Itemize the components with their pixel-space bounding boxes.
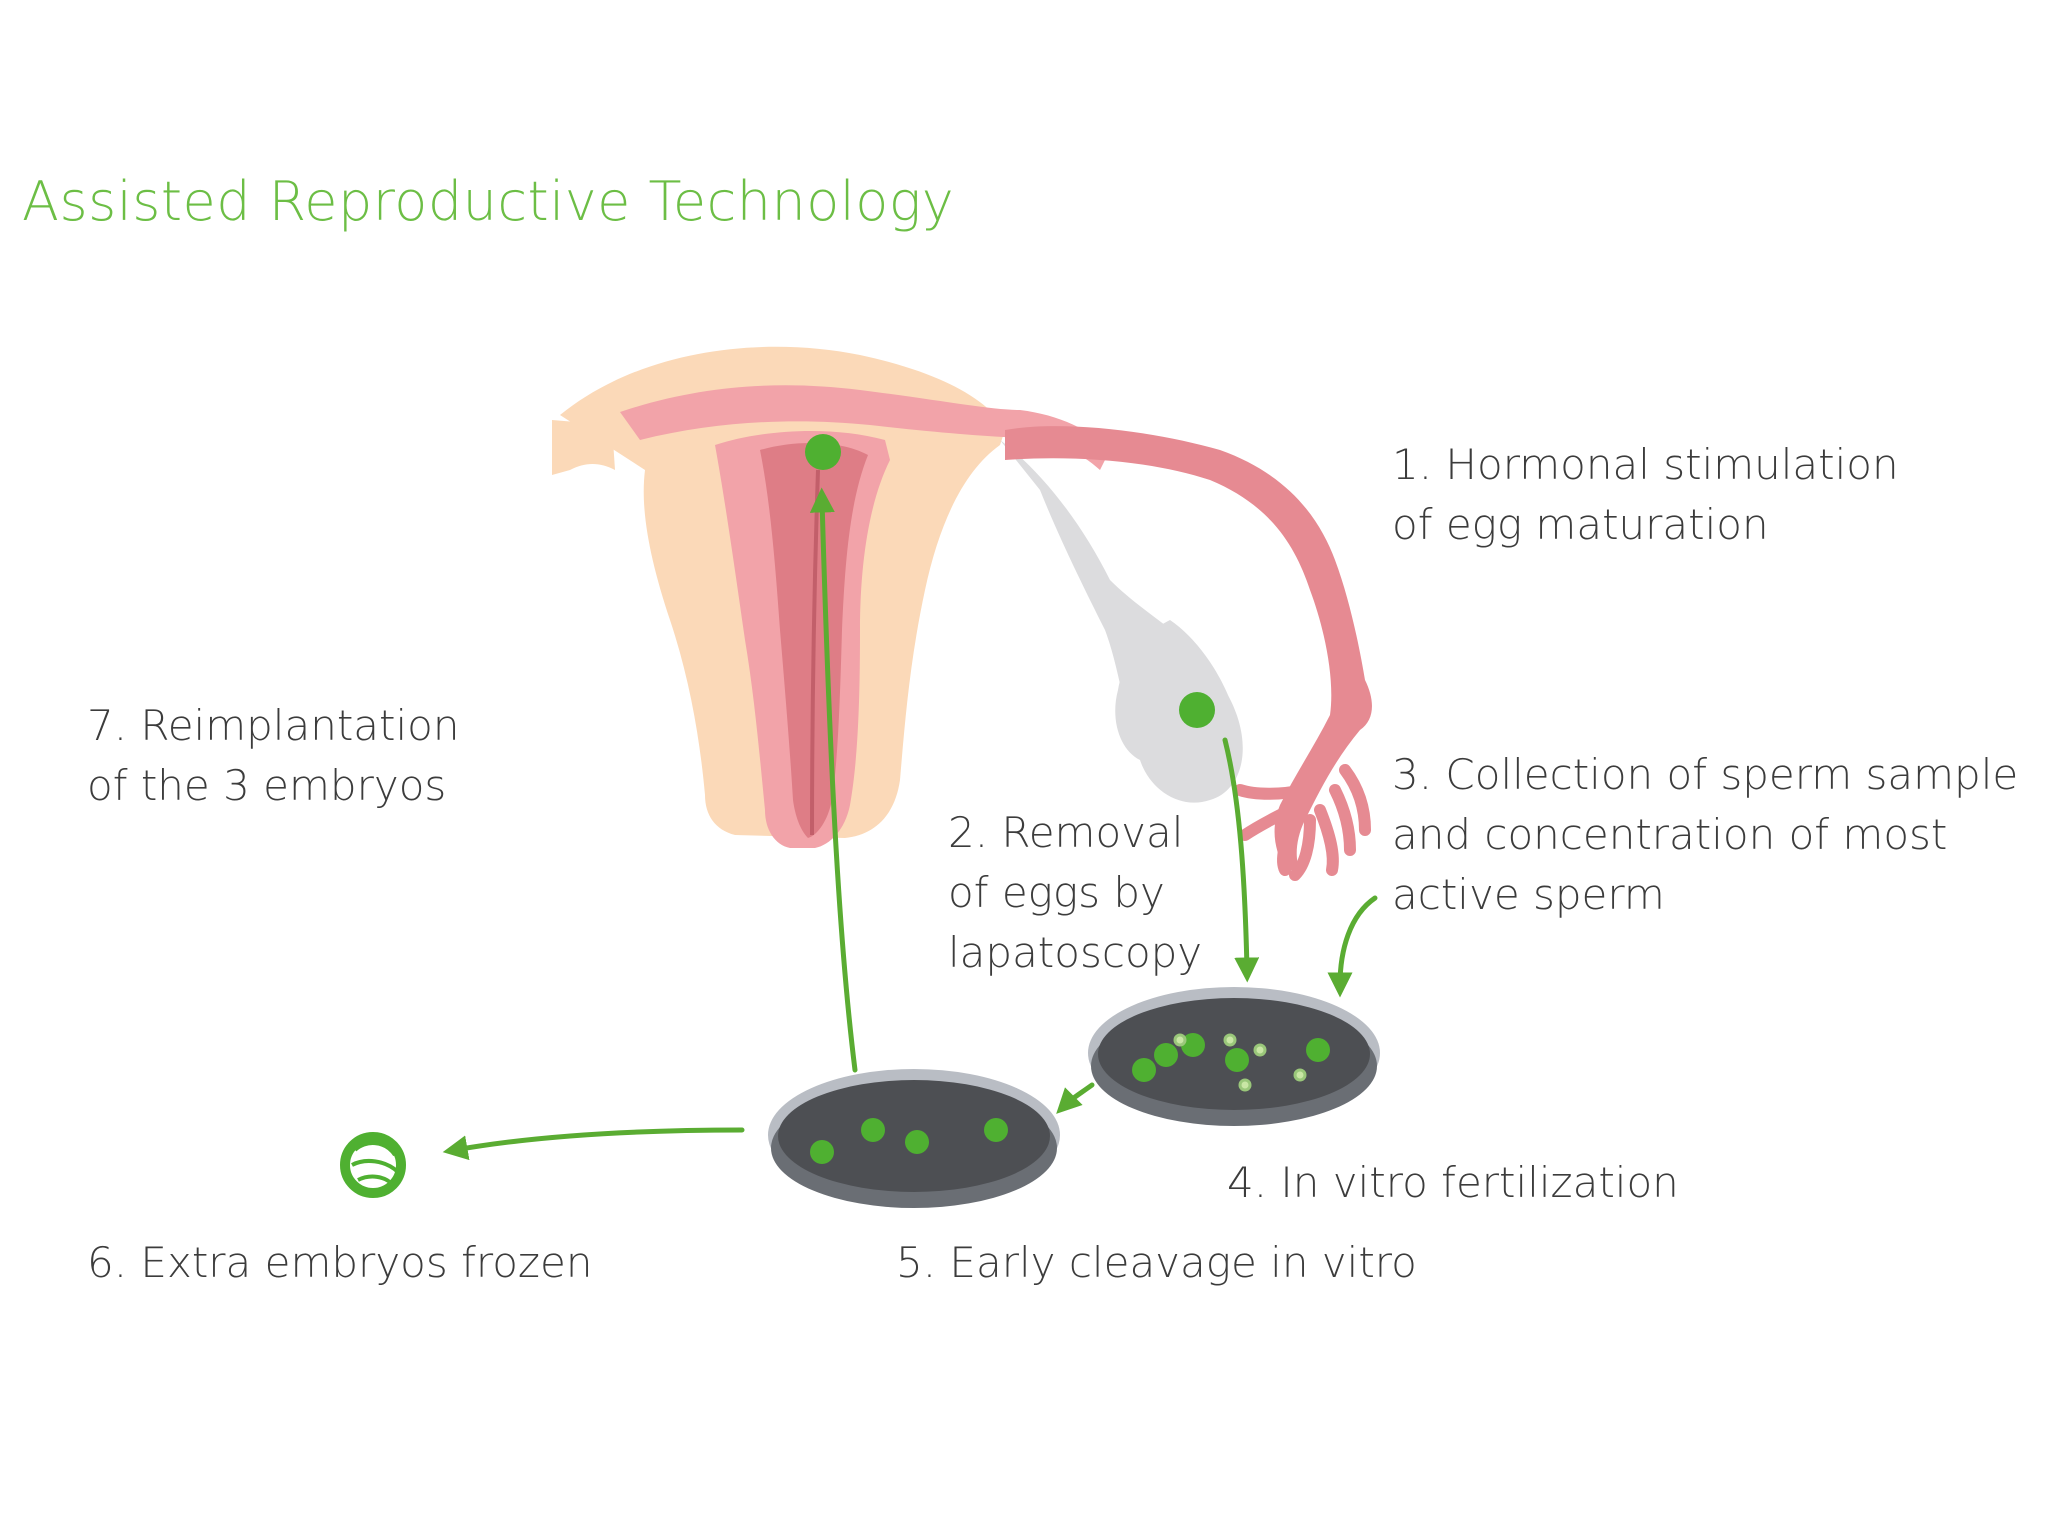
egg-in-ovary [1179, 692, 1215, 728]
step-label-2: 2. Removal of eggs by lapatoscopy [948, 808, 1203, 977]
petri-dish-fertilization [1088, 987, 1380, 1126]
uterus-left-stub [552, 420, 615, 475]
embryo-in-uterus [805, 434, 841, 470]
step-label-7: 7. Reimplantation of the 3 embryos [87, 701, 460, 810]
uterus [552, 346, 1110, 848]
arrow-reimplantation [809, 487, 858, 1073]
step-label-6: 6. Extra embryos frozen [87, 1238, 593, 1287]
petri-dish-cleavage [768, 1069, 1060, 1208]
arrow-sperm-collection [1327, 895, 1378, 998]
step-label-1: 1. Hormonal stimulation of egg maturatio… [1392, 440, 1899, 549]
arrow-to-cleavage [1056, 1082, 1095, 1114]
uterus-horizontal-tube [620, 385, 1110, 470]
frozen-embryo-icon [340, 1132, 406, 1198]
arrow-egg-removal [1222, 737, 1260, 983]
step-label-3: 3. Collection of sperm sample and concen… [1392, 750, 2019, 919]
diagram-title: Assisted Reproductive Technology [22, 170, 955, 233]
arrow-to-freezing [442, 1127, 745, 1161]
step-label-4: 4. In vitro fertilization [1227, 1158, 1679, 1207]
ovary-ruffles [1115, 620, 1241, 796]
fimbriae [1234, 764, 1371, 881]
process-arrows [442, 487, 1378, 1161]
step-label-5: 5. Early cleavage in vitro [896, 1238, 1417, 1287]
